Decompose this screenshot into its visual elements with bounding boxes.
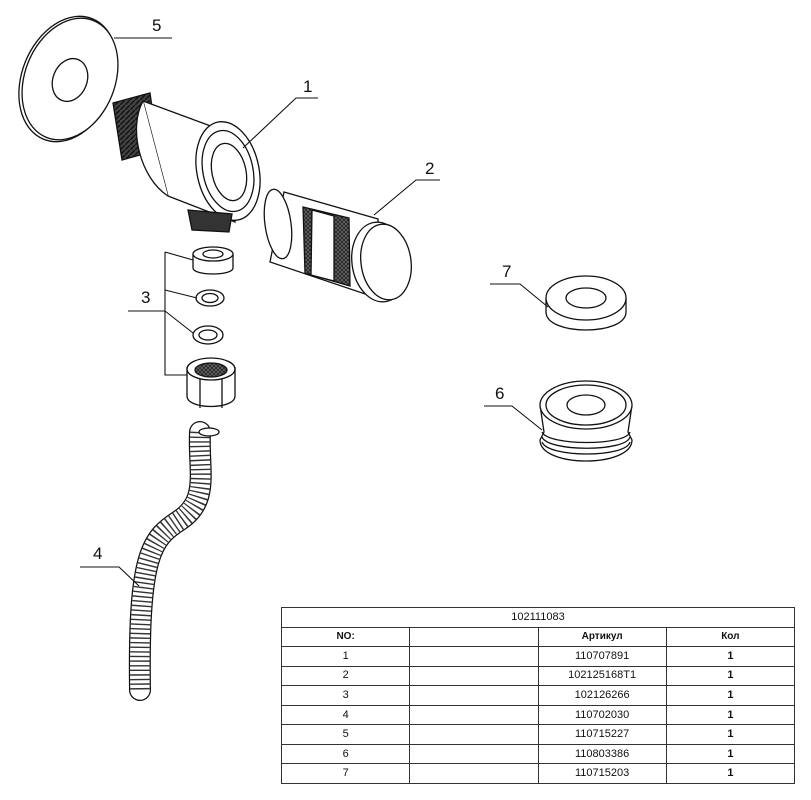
callout-7: 7: [502, 262, 511, 281]
callout-4: 4: [93, 544, 102, 563]
row-description: [409, 665, 539, 687]
row-qty: 1: [665, 724, 796, 745]
row-article: 110715227: [537, 724, 667, 745]
table-row: 7 110715203 1: [280, 763, 796, 784]
part-3-nut-and-washers: [186, 246, 236, 408]
row-no: 4: [280, 704, 411, 726]
row-description: [409, 685, 539, 706]
row-qty: 1: [665, 646, 796, 667]
row-article: 110707891: [537, 646, 667, 667]
part-1-elbow-body: [112, 92, 261, 233]
row-qty: 1: [665, 685, 796, 706]
parts-list-table: 102111083 NO: Артикул Кол 1 110707891 1 …: [280, 607, 796, 784]
row-no: 3: [280, 685, 411, 706]
part-4-flexible-hose: [128, 421, 220, 701]
table-title-row: 102111083: [281, 607, 795, 628]
header-description: [409, 626, 539, 648]
row-no: 5: [280, 724, 411, 745]
header-qty: Кол: [665, 626, 796, 648]
row-description: [409, 704, 539, 726]
header-no: NO:: [280, 626, 411, 648]
table-row: 2 102125168T1 1: [280, 665, 796, 687]
table-row: 3 102126266 1: [280, 685, 796, 706]
row-description: [409, 743, 539, 765]
row-description: [409, 646, 539, 667]
header-article: Артикул: [537, 626, 667, 648]
part-6-grooved-plug: [539, 380, 633, 462]
part-5-wall-flange: [18, 15, 119, 143]
row-article: 110715203: [537, 763, 667, 784]
callout-2: 2: [425, 159, 434, 178]
row-article: 102125168T1: [537, 665, 667, 687]
table-row: 1 110707891 1: [280, 646, 796, 667]
row-no: 6: [280, 743, 411, 765]
part-2-push-cartridge: [263, 188, 412, 303]
table-title: 102111083: [281, 607, 795, 628]
callout-5: 5: [152, 16, 161, 35]
row-description: [409, 763, 539, 784]
row-no: 7: [280, 763, 411, 784]
callout-6: 6: [495, 384, 504, 403]
row-no: 1: [280, 646, 411, 667]
table-row: 6 110803386 1: [280, 743, 796, 765]
part-7-cap-ring: [545, 275, 627, 331]
table-row: 5 110715227 1: [280, 724, 796, 745]
row-qty: 1: [665, 743, 796, 765]
row-article: 102126266: [537, 685, 667, 706]
row-article: 110803386: [537, 743, 667, 765]
row-qty: 1: [665, 665, 796, 687]
table-row: 4 110702030 1: [280, 704, 796, 726]
row-qty: 1: [665, 704, 796, 726]
row-article: 110702030: [537, 704, 667, 726]
callout-3: 3: [141, 288, 150, 307]
leader-lines: [80, 37, 549, 587]
table-header-row: NO: Артикул Кол: [280, 626, 796, 648]
callout-1: 1: [303, 77, 312, 96]
row-qty: 1: [665, 763, 796, 784]
row-no: 2: [280, 665, 411, 687]
row-description: [409, 724, 539, 745]
